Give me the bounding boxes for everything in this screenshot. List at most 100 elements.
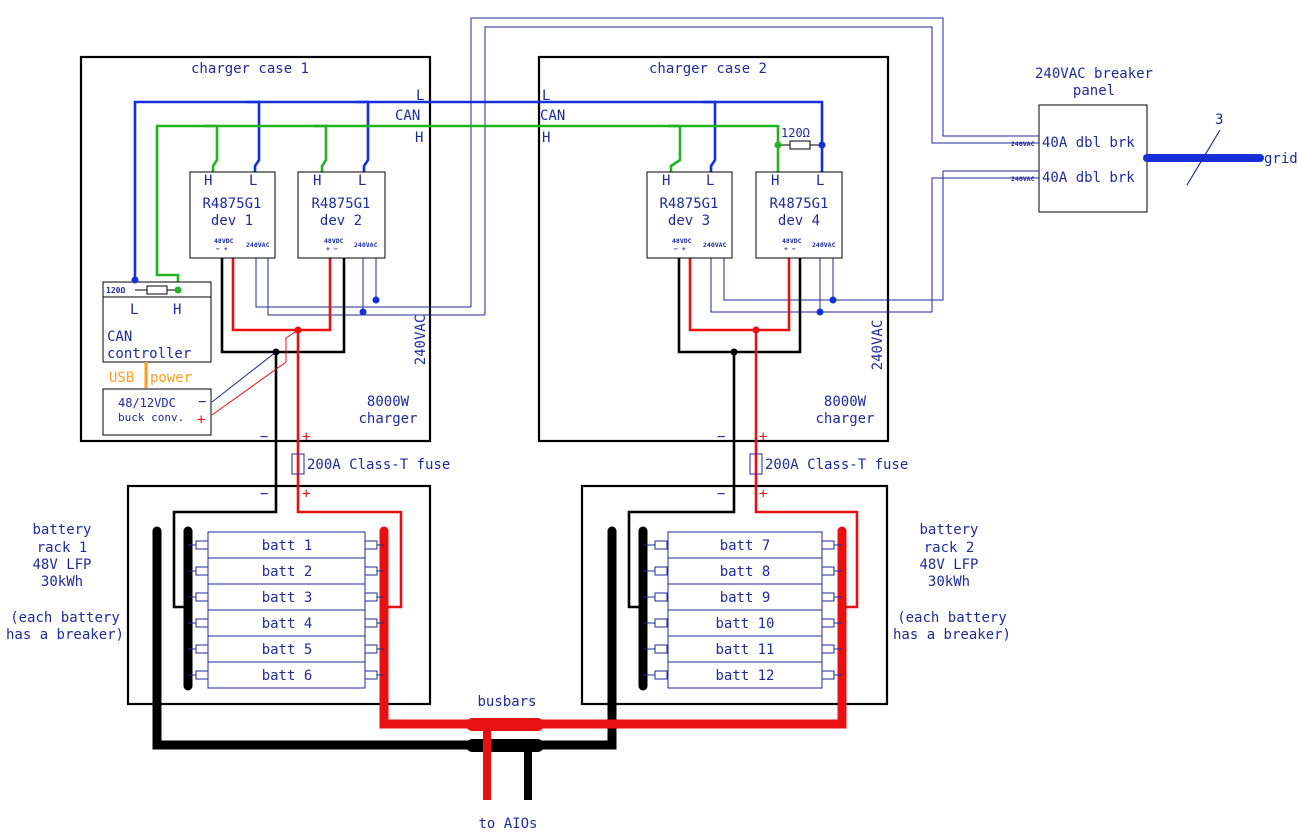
busbar-positive bbox=[466, 718, 544, 731]
svg-text:power: power bbox=[150, 370, 192, 386]
svg-text:L: L bbox=[130, 302, 138, 318]
svg-text:batt 6: batt 6 bbox=[262, 668, 313, 684]
svg-text:H: H bbox=[771, 173, 779, 189]
svg-text:H: H bbox=[173, 302, 181, 318]
grid-feed bbox=[1143, 129, 1264, 186]
battery-rack-2-labels: battery rack 2 48V LFP 30kWh (each batte… bbox=[893, 522, 1011, 643]
battery-rack-1-cells: batt 1 batt 2 batt 3 batt 4 batt 5 batt … bbox=[188, 531, 384, 689]
dc-wiring-case-2 bbox=[677, 258, 802, 486]
svg-text:H: H bbox=[415, 130, 423, 146]
battery-rack-1-box bbox=[126, 484, 432, 706]
svg-text:30kWh: 30kWh bbox=[41, 574, 83, 590]
ac-wiring bbox=[255, 17, 1039, 316]
grid-label: grid bbox=[1264, 151, 1298, 167]
breaker-1: 40A dbl brk bbox=[1042, 135, 1135, 151]
svg-text:−: − bbox=[260, 486, 268, 502]
can-bus-high bbox=[155, 124, 780, 290]
svg-text:controller: controller bbox=[107, 346, 191, 362]
svg-text:−: − bbox=[717, 429, 725, 445]
svg-text:+: + bbox=[759, 486, 767, 502]
svg-text:H: H bbox=[662, 173, 670, 189]
svg-text:batt 5: batt 5 bbox=[262, 642, 313, 658]
svg-text:L: L bbox=[542, 88, 550, 104]
fuse-1-label: 200A Class-T fuse bbox=[307, 457, 450, 473]
svg-text:R4875G1: R4875G1 bbox=[311, 196, 370, 212]
svg-text:(each battery: (each battery bbox=[897, 610, 1007, 626]
svg-text:dev 4: dev 4 bbox=[778, 213, 820, 229]
svg-text:dev 1: dev 1 bbox=[211, 213, 253, 229]
svg-text:L: L bbox=[358, 173, 366, 189]
battery-rack-2-wiring bbox=[525, 486, 859, 750]
svg-text:rack 2: rack 2 bbox=[924, 540, 975, 556]
svg-text:48VDC: 48VDC bbox=[324, 237, 344, 245]
svg-text:batt 11: batt 11 bbox=[715, 642, 774, 658]
to-aios-label: to AIOs bbox=[478, 816, 537, 832]
busbars bbox=[466, 718, 544, 800]
device-2: H L R4875G1 dev 2 48VDC + − 240VAC bbox=[297, 171, 386, 259]
svg-text:+: + bbox=[759, 429, 767, 445]
dc-wiring-case-1 bbox=[211, 258, 346, 486]
breaker-2: 40A dbl brk bbox=[1042, 170, 1135, 186]
svg-text:240VAC: 240VAC bbox=[354, 241, 378, 249]
svg-text:240VAC: 240VAC bbox=[870, 320, 886, 371]
svg-text:H: H bbox=[542, 130, 550, 146]
svg-text:batt 3: batt 3 bbox=[262, 590, 313, 606]
svg-text:− +: − + bbox=[674, 245, 686, 253]
svg-text:batt 7: batt 7 bbox=[720, 538, 771, 554]
svg-text:batt 9: batt 9 bbox=[720, 590, 771, 606]
svg-text:8000W: 8000W bbox=[367, 394, 410, 410]
svg-text:H: H bbox=[204, 173, 212, 189]
svg-text:L: L bbox=[416, 88, 424, 104]
svg-text:batt 8: batt 8 bbox=[720, 564, 771, 580]
svg-text:R4875G1: R4875G1 bbox=[769, 196, 828, 212]
svg-text:48V LFP: 48V LFP bbox=[919, 557, 978, 573]
charger-case-1-labels: charger case 1 L CAN H 240VAC 8000W char… bbox=[191, 61, 450, 502]
charger-case-1-box bbox=[79, 55, 432, 443]
svg-text:dev 2: dev 2 bbox=[320, 213, 362, 229]
svg-text:batt 12: batt 12 bbox=[715, 668, 774, 684]
svg-text:+: + bbox=[302, 429, 310, 445]
svg-text:L: L bbox=[249, 173, 257, 189]
svg-text:48VDC: 48VDC bbox=[782, 237, 802, 245]
charger-case-2-title: charger case 2 bbox=[649, 61, 767, 77]
breaker-panel-box bbox=[1038, 104, 1148, 213]
svg-text:CAN: CAN bbox=[540, 108, 565, 124]
svg-text:240VAC breaker: 240VAC breaker bbox=[1035, 66, 1153, 82]
svg-text:+: + bbox=[302, 486, 310, 502]
busbars-label: busbars bbox=[477, 694, 536, 710]
buck-converter: 48/12VDC buck conv. − + bbox=[102, 388, 212, 436]
svg-text:rack 1: rack 1 bbox=[37, 540, 88, 556]
svg-text:+ −: + − bbox=[784, 245, 796, 253]
svg-text:R4875G1: R4875G1 bbox=[659, 196, 718, 212]
charger-case-1-title: charger case 1 bbox=[191, 61, 309, 77]
battery-rack-1-wiring bbox=[152, 486, 485, 750]
terminator-case-2: 120Ω bbox=[778, 126, 822, 150]
battery-rack-2-cells: batt 7 batt 8 batt 9 batt 10 batt 11 bat… bbox=[643, 531, 842, 689]
svg-text:120Ω: 120Ω bbox=[781, 126, 810, 140]
svg-text:48/12VDC: 48/12VDC bbox=[118, 396, 176, 410]
svg-text:buck conv.: buck conv. bbox=[118, 411, 184, 424]
svg-text:batt 2: batt 2 bbox=[262, 564, 313, 580]
svg-text:48VDC: 48VDC bbox=[672, 237, 692, 245]
device-1: H L R4875G1 dev 1 48VDC − + 240VAC bbox=[189, 171, 276, 259]
charger-case-2-labels: charger case 2 L CAN H 240VAC 8000W char… bbox=[540, 61, 908, 502]
svg-text:240VAC: 240VAC bbox=[812, 241, 836, 249]
svg-text:240VAC: 240VAC bbox=[413, 315, 429, 366]
svg-text:has a breaker): has a breaker) bbox=[6, 627, 124, 643]
svg-text:has a breaker): has a breaker) bbox=[893, 627, 1011, 643]
svg-text:L: L bbox=[816, 173, 824, 189]
svg-text:H: H bbox=[313, 173, 321, 189]
svg-text:3: 3 bbox=[1215, 112, 1223, 128]
svg-text:48VDC: 48VDC bbox=[214, 237, 234, 245]
svg-text:CAN: CAN bbox=[395, 108, 420, 124]
junction-dots bbox=[131, 141, 837, 356]
svg-text:240VAC: 240VAC bbox=[1011, 140, 1035, 148]
svg-text:battery: battery bbox=[32, 522, 91, 538]
svg-text:charger: charger bbox=[815, 411, 874, 427]
device-3: H L R4875G1 dev 3 48VDC − + 240VAC bbox=[646, 171, 733, 259]
svg-text:−: − bbox=[717, 486, 725, 502]
svg-text:battery: battery bbox=[919, 522, 978, 538]
breaker-panel-labels: 240VAC breaker panel 40A dbl brk 40A dbl… bbox=[1011, 66, 1298, 186]
